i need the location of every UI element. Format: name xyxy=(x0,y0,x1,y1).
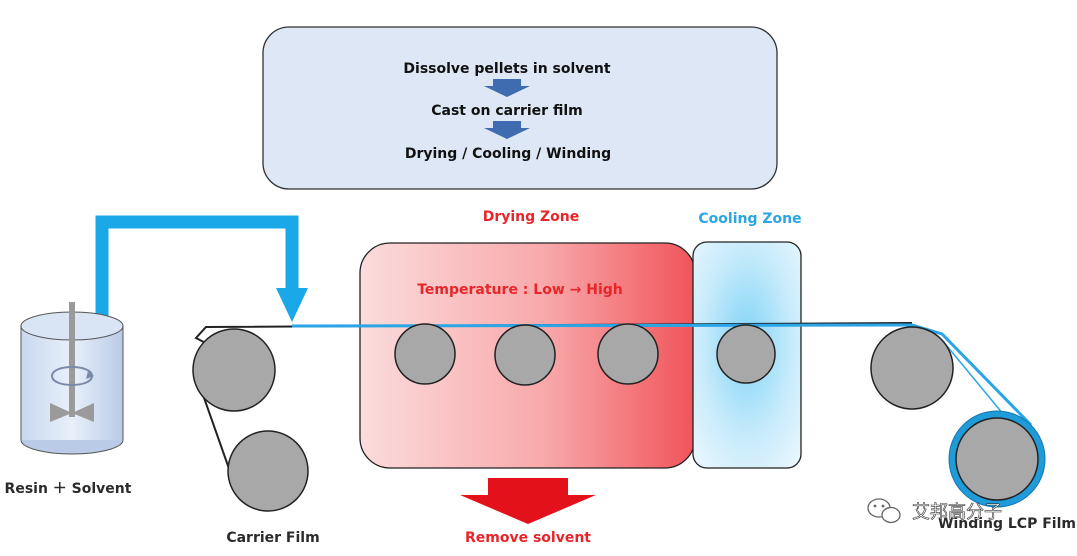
wechat-icon xyxy=(867,498,901,524)
carrier-unwind-roller-lower xyxy=(227,430,309,512)
guide-roller xyxy=(870,326,954,410)
winding-lcp-film-label: Winding LCP Film xyxy=(938,516,1076,532)
carrier-unwind-roller-upper xyxy=(192,328,276,412)
temperature-gradient-label: Temperature : Low → High xyxy=(417,282,623,298)
process-down-arrow-2 xyxy=(484,121,530,139)
remove-solvent-arrow xyxy=(460,478,596,524)
process-down-arrow-1 xyxy=(484,79,530,97)
stirrer-shaft xyxy=(69,302,75,417)
drying-roller-2 xyxy=(494,324,556,386)
cooling-zone-label: Cooling Zone xyxy=(698,211,801,227)
process-step-dissolve: Dissolve pellets in solvent xyxy=(403,61,610,77)
stirrer-blade-icon xyxy=(50,403,94,422)
feed-down-arrow xyxy=(276,288,308,322)
watermark-text: 艾邦高分子 xyxy=(912,502,1002,523)
process-step-cast: Cast on carrier film xyxy=(431,103,582,119)
carrier-film-label: Carrier Film xyxy=(226,530,319,546)
drying-roller-3 xyxy=(597,323,659,385)
process-step-dry-cool-wind: Drying / Cooling / Winding xyxy=(405,146,611,162)
resin-feed-pipe xyxy=(95,215,299,321)
remove-solvent-label: Remove solvent xyxy=(465,530,591,546)
process-summary-box xyxy=(262,26,778,190)
drying-zone-label: Drying Zone xyxy=(483,209,580,225)
resin-solvent-label: Resin ＋ Solvent xyxy=(5,481,132,497)
drying-roller-1 xyxy=(394,323,456,385)
cooling-roller xyxy=(716,324,776,384)
winding-roll xyxy=(955,417,1039,501)
